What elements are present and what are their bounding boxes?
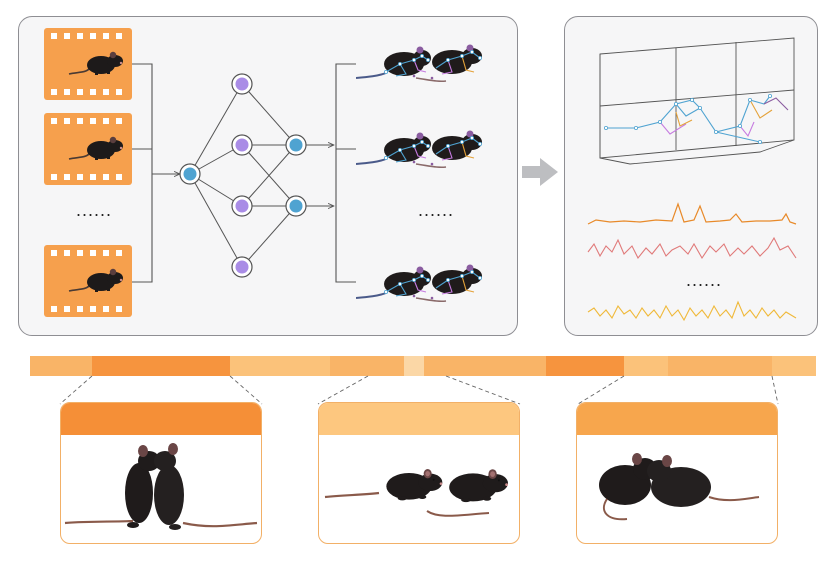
behavior-card-header [61, 403, 261, 435]
hidden-node-2 [231, 134, 253, 156]
output-node-2 [285, 195, 307, 217]
behavior-card-following [318, 402, 520, 544]
ethogram-bar [30, 356, 816, 376]
neural-network [179, 73, 307, 278]
trace-3 [587, 300, 797, 322]
traces-ellipsis: ...... [686, 270, 723, 290]
inputs-ellipsis: ...... [76, 200, 113, 220]
behavior-card-rearing-interaction [60, 402, 262, 544]
input-video-clip-1 [44, 28, 132, 100]
transition-arrow [522, 158, 558, 186]
behavior-card-header [319, 403, 519, 435]
ethogram-segment [424, 356, 546, 376]
ethogram-segment [624, 356, 668, 376]
3d-pose-plot [599, 37, 795, 165]
trace-1 [587, 202, 797, 225]
ethogram-segment [546, 356, 624, 376]
rearing-mice-illustration [64, 443, 258, 530]
nose-to-nose-mice-illustration [599, 453, 760, 521]
input-video-clip-3 [44, 245, 132, 317]
pose-result-3 [356, 263, 483, 303]
3d-pose-keypoints [604, 94, 773, 144]
network-edges [189, 83, 297, 268]
ethogram-segment [772, 356, 816, 376]
analysis-panel [564, 16, 818, 336]
hidden-node-4 [231, 256, 253, 278]
network-output-arrows [306, 145, 334, 206]
output-bracket [335, 63, 356, 283]
hidden-node-1 [231, 73, 253, 95]
behavior-card-nose-to-nose [576, 402, 778, 544]
ethogram-segment [330, 356, 404, 376]
ethogram-segment [30, 356, 92, 376]
input-node [179, 163, 201, 185]
hidden-node-3 [231, 195, 253, 217]
behavior-card-header [577, 403, 777, 435]
outputs-ellipsis: ...... [418, 200, 455, 220]
input-video-clip-2 [44, 113, 132, 185]
pose-result-1 [356, 43, 483, 83]
input-bracket [132, 63, 180, 283]
following-mice-illustration [324, 469, 508, 517]
3d-pose-skeletons [606, 95, 789, 143]
pose-result-2 [356, 129, 483, 169]
ethogram-segment [668, 356, 772, 376]
ethogram-segment [230, 356, 330, 376]
trace-2 [587, 236, 797, 260]
zoom-lines [59, 375, 779, 405]
output-node-1 [285, 134, 307, 156]
ethogram-segment [92, 356, 230, 376]
ethogram-segment [404, 356, 424, 376]
